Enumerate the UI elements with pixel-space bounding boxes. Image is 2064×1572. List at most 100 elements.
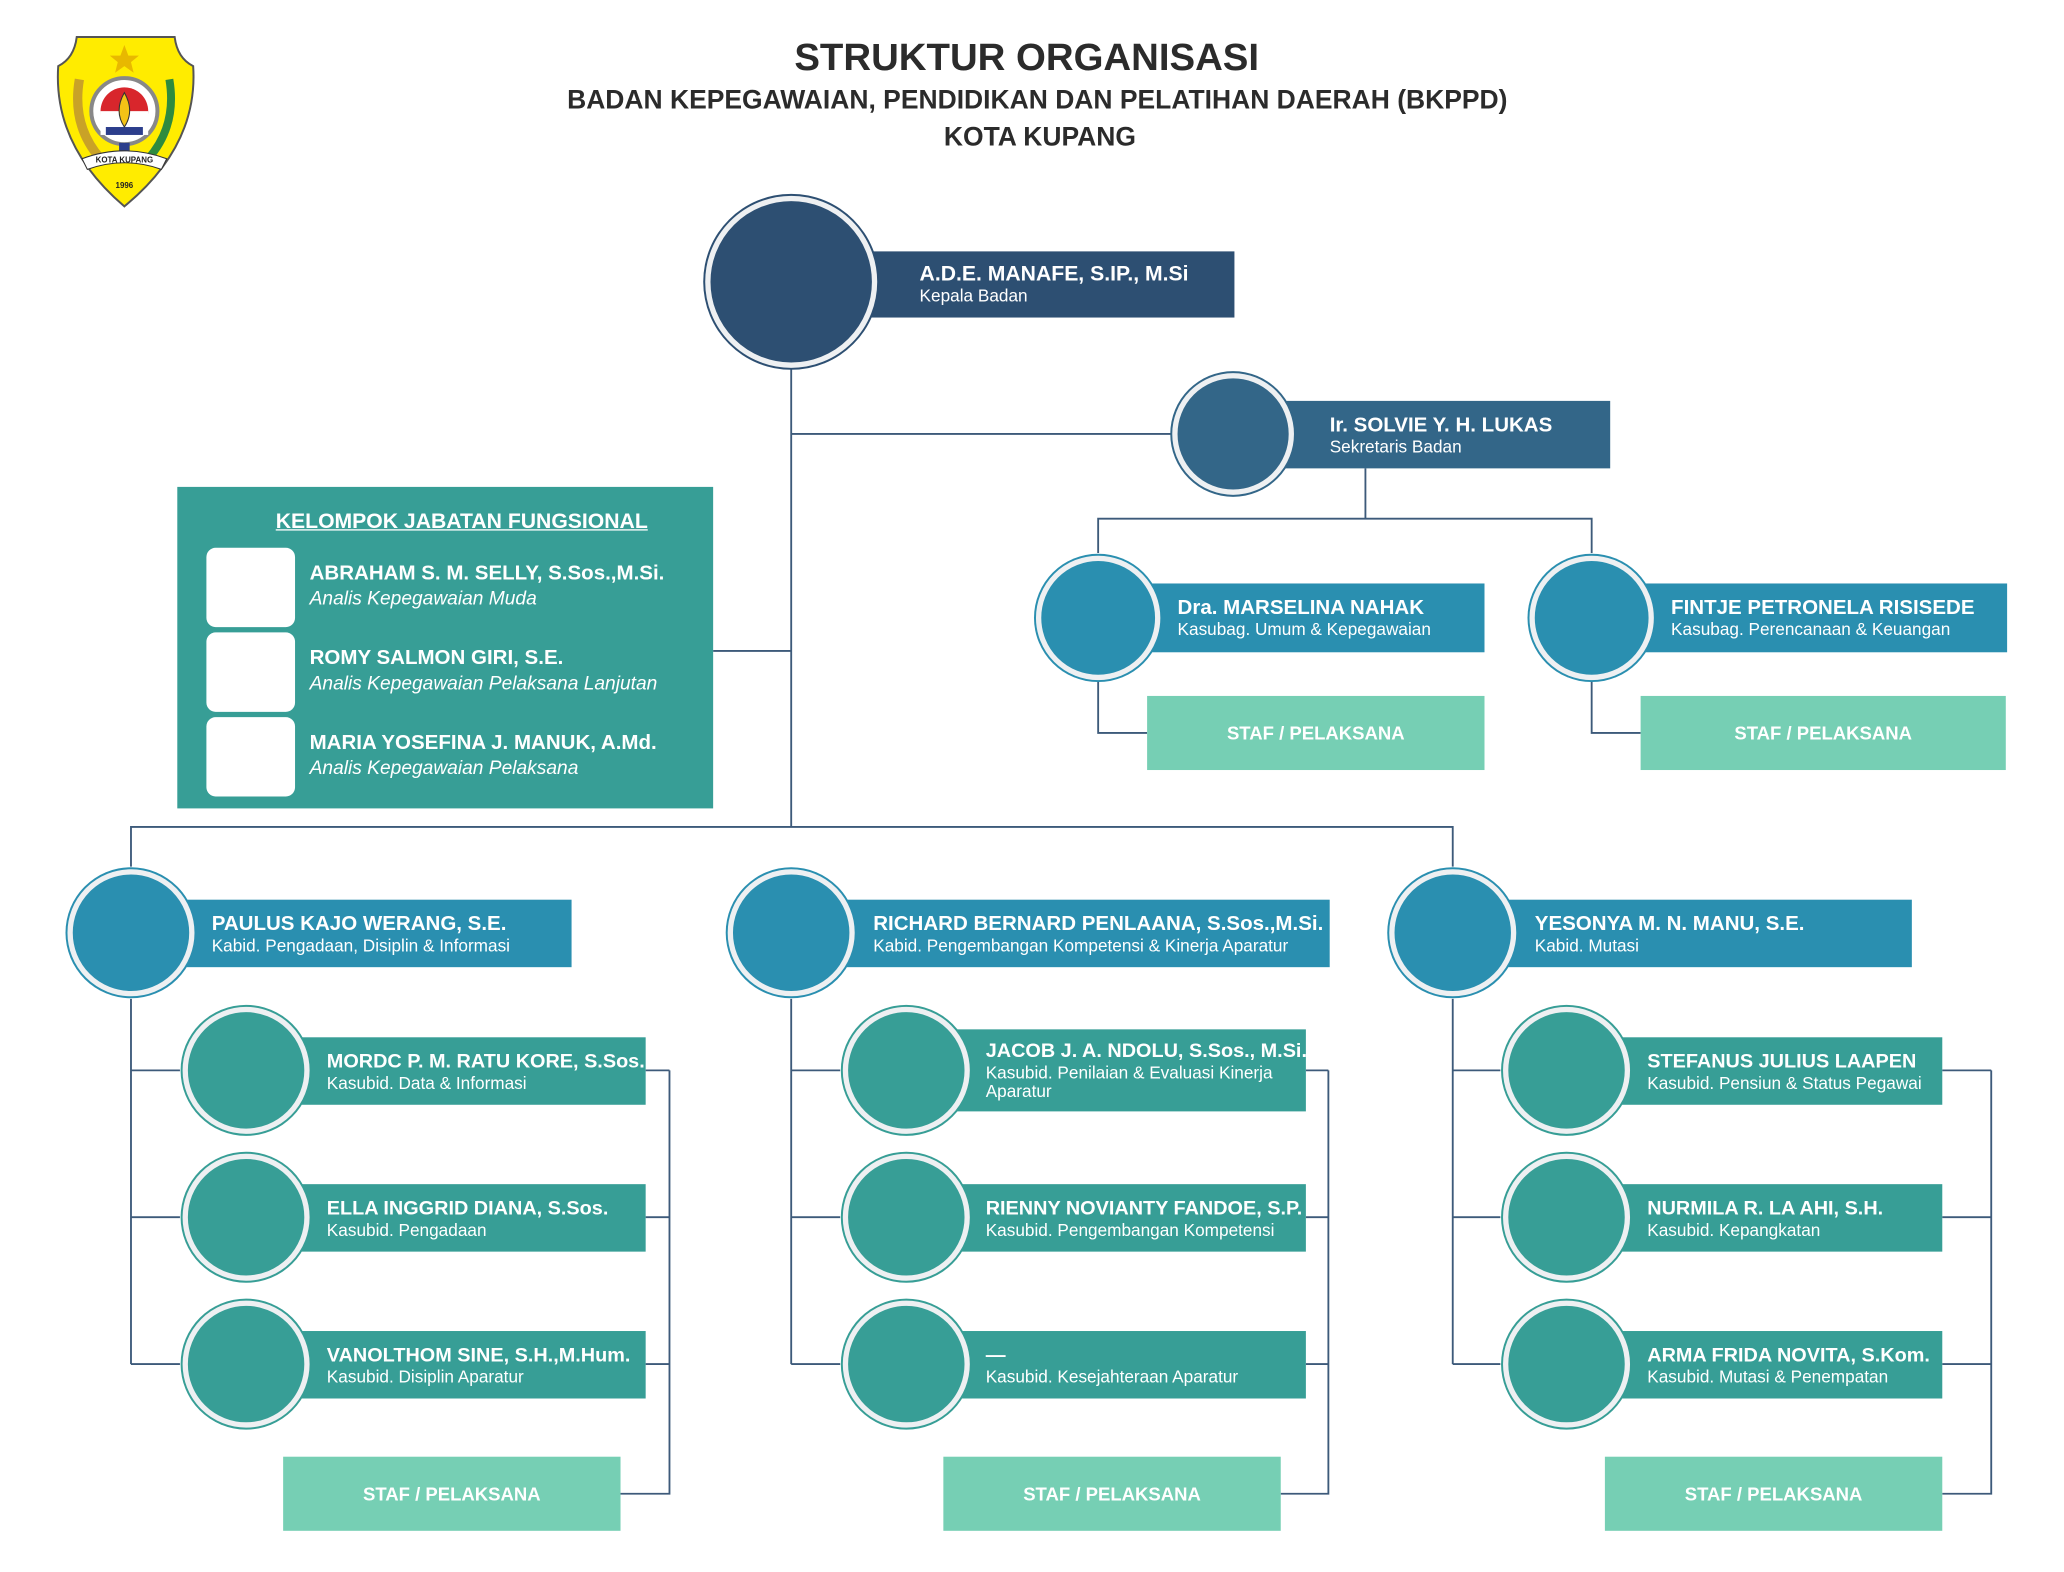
- division-1-role: Kabid. Pengadaan, Disiplin & Informasi: [211, 934, 511, 955]
- division-1-subdivision-3-role: Kasubid. Disiplin Aparatur: [326, 1366, 524, 1386]
- division-3-subdivision-3-role: Kasubid. Mutasi & Penempatan: [1647, 1366, 1889, 1386]
- division-2-name: RICHARD BERNARD PENLAANA, S.Sos.,M.Si.: [873, 912, 1324, 935]
- sub-section-1-role: Kasubag. Umum & Kepegawaian: [1177, 619, 1431, 640]
- connector-line: [1097, 517, 1593, 554]
- functional-member-1: ABRAHAM S. M. SELLY, S.Sos.,M.Si. Analis …: [206, 547, 709, 628]
- head-role: Kepala Badan: [919, 285, 1028, 306]
- division-1-photo-placeholder: [67, 869, 195, 997]
- division-1-subdivision-3-label-box: VANOLTHOM SINE, S.H.,M.Hum.Kasubid. Disi…: [291, 1331, 646, 1399]
- division-2-staff-box: STAF / PELAKSANA: [943, 1456, 1281, 1531]
- functional-member-role: Analis Kepegawaian Pelaksana: [309, 758, 579, 780]
- division-1-subdivision-1-name: MORDC P. M. RATU KORE, S.Sos.: [326, 1049, 645, 1073]
- division-2-subdivision-1-role: Kasubid. Penilaian & Evaluasi Kinerja Ap…: [985, 1062, 1273, 1101]
- sub-section-2-role: Kasubag. Perencanaan & Keuangan: [1671, 619, 1951, 640]
- division-3-subdivision-1-role: Kasubid. Pensiun & Status Pegawai: [1647, 1072, 1922, 1093]
- division-1-subdivision-1-label-box: MORDC P. M. RATU KORE, S.Sos.Kasubid. Da…: [291, 1037, 646, 1105]
- secretary-role: Sekretaris Badan: [1329, 435, 1462, 456]
- division-2-role: Kabid. Pengembangan Kompetensi & Kinerja…: [873, 934, 1289, 955]
- secretary-name: Ir. SOLVIE Y. H. LUKAS: [1329, 413, 1553, 436]
- sub-section-1-staff-box: STAF / PELAKSANA: [1147, 695, 1485, 771]
- functional-member-text: MARIA YOSEFINA J. MANUK, A.Md. Analis Kep…: [310, 730, 657, 780]
- connector-line: [130, 825, 1454, 867]
- division-2-subdivision-3-role: Kasubid. Kesejahteraan Aparatur: [985, 1366, 1239, 1386]
- functional-member-text: ABRAHAM S. M. SELLY, S.Sos.,M.Si. Analis …: [310, 561, 665, 611]
- connector-line: [1590, 680, 1641, 734]
- kota-kupang-emblem-logo: KOTA KUPANG 1996: [56, 36, 195, 208]
- division-3-subdivision-1-photo-placeholder: [1503, 1006, 1631, 1134]
- division-2-subdivision-1-photo-placeholder: [842, 1006, 970, 1134]
- division-1-subdivision-3-name: VANOLTHOM SINE, S.H.,M.Hum.: [326, 1343, 631, 1367]
- division-3-photo-placeholder: [1389, 869, 1517, 997]
- division-2-subdivision-2-label-box: RIENNY NOVIANTY FANDOE, S.P.Kasubid. Pen…: [949, 1184, 1306, 1252]
- functional-group-panel: KELOMPOK JABATAN FUNGSIONAL ABRAHAM S. M…: [177, 486, 714, 809]
- division-1-subdivision-1-role: Kasubid. Data & Informasi: [326, 1072, 527, 1093]
- division-1-subdivision-3-photo-placeholder: [182, 1300, 310, 1428]
- division-2-subdivision-3-photo-placeholder: [842, 1300, 970, 1428]
- sub-section-1-name: Dra. MARSELINA NAHAK: [1177, 596, 1425, 620]
- svg-text:1996: 1996: [116, 181, 134, 190]
- division-3-name: YESONYA M. N. MANU, S.E.: [1534, 912, 1805, 935]
- connector-line: [1942, 1070, 1993, 1495]
- division-3-subdivision-3-photo-placeholder: [1503, 1300, 1631, 1428]
- division-1-staff-box: STAF / PELAKSANA: [283, 1456, 621, 1531]
- sub-section-1-photo-placeholder: [1035, 555, 1161, 681]
- functional-member-role: Analis Kepegawaian Pelaksana Lanjutan: [309, 673, 658, 695]
- page-subtitle: BADAN KEPEGAWAIAN, PENDIDIKAN DAN PELATI…: [567, 86, 1508, 116]
- division-1-subdivision-2-name: ELLA INGGRID DIANA, S.Sos.: [326, 1196, 609, 1220]
- connector-line: [1097, 680, 1148, 734]
- functional-member-role: Analis Kepegawaian Muda: [309, 588, 537, 610]
- connector-line: [1280, 1070, 1330, 1495]
- functional-member-photo-placeholder: [206, 717, 296, 797]
- division-3-subdivision-1-name: STEFANUS JULIUS LAAPEN: [1647, 1049, 1917, 1073]
- division-2-label-box: RICHARD BERNARD PENLAANA, S.Sos.,M.Si.Ka…: [833, 899, 1330, 968]
- page-city: KOTA KUPANG: [943, 123, 1136, 153]
- division-1-name: PAULUS KAJO WERANG, S.E.: [211, 912, 507, 935]
- functional-member-photo-placeholder: [206, 547, 296, 628]
- division-1-subdivision-2-role: Kasubid. Pengadaan: [326, 1219, 487, 1240]
- svg-text:KOTA KUPANG: KOTA KUPANG: [96, 156, 154, 165]
- division-2-subdivision-2-name: RIENNY NOVIANTY FANDOE, S.P.: [985, 1196, 1303, 1220]
- division-3-subdivision-2-label-box: NURMILA R. LA AHI, S.H.Kasubid. Kepangka…: [1611, 1184, 1943, 1252]
- functional-member-name: MARIA YOSEFINA J. MANUK, A.Md.: [309, 731, 657, 755]
- division-2-subdivision-1-name: JACOB J. A. NDOLU, S.Sos., M.Si.: [985, 1039, 1307, 1063]
- division-2-subdivision-2-role: Kasubid. Pengembangan Kompetensi: [985, 1219, 1275, 1240]
- division-3-subdivision-2-name: NURMILA R. LA AHI, S.H.: [1647, 1196, 1884, 1220]
- sub-section-2-photo-placeholder: [1529, 555, 1654, 681]
- division-2-subdivision-2-photo-placeholder: [842, 1153, 970, 1281]
- division-2-subdivision-3-name: —: [985, 1343, 1006, 1367]
- sub-section-2-staff-box: STAF / PELAKSANA: [1640, 695, 2006, 771]
- connector-line: [620, 1070, 671, 1495]
- division-3-subdivision-2-role: Kasubid. Kepangkatan: [1647, 1219, 1821, 1240]
- sub-section-2-name: FINTJE PETRONELA RISISEDE: [1671, 596, 1975, 620]
- division-3-subdivision-2-photo-placeholder: [1503, 1153, 1631, 1281]
- functional-member-text: ROMY SALMON GIRI, S.E. Analis Kepegawaian…: [310, 646, 658, 696]
- functional-member-name: ROMY SALMON GIRI, S.E.: [309, 646, 564, 670]
- division-3-subdivision-3-name: ARMA FRIDA NOVITA, S.Kom.: [1647, 1343, 1930, 1367]
- functional-group-title: KELOMPOK JABATAN FUNGSIONAL: [275, 510, 648, 534]
- division-2-subdivision-3-label-box: —Kasubid. Kesejahteraan Aparatur: [949, 1331, 1306, 1399]
- head-photo-placeholder: [705, 195, 878, 368]
- secretary-photo-placeholder: [1172, 373, 1294, 495]
- division-1-label-box: PAULUS KAJO WERANG, S.E.Kabid. Pengadaan…: [172, 899, 572, 968]
- division-3-role: Kabid. Mutasi: [1534, 934, 1639, 955]
- division-3-staff-box: STAF / PELAKSANA: [1604, 1456, 1943, 1531]
- functional-member-name: ABRAHAM S. M. SELLY, S.Sos.,M.Si.: [309, 562, 665, 585]
- functional-member-2: ROMY SALMON GIRI, S.E. Analis Kepegawaian…: [206, 632, 709, 712]
- division-1-subdivision-2-label-box: ELLA INGGRID DIANA, S.Sos.Kasubid. Penga…: [291, 1184, 646, 1252]
- head-name: A.D.E. MANAFE, S.IP., M.Si: [919, 263, 1189, 286]
- page-title: STRUKTUR ORGANISASI: [794, 37, 1260, 80]
- division-1-subdivision-1-photo-placeholder: [182, 1006, 310, 1134]
- functional-member-3: MARIA YOSEFINA J. MANUK, A.Md. Analis Kep…: [206, 717, 709, 797]
- division-3-label-box: YESONYA M. N. MANU, S.E.Kabid. Mutasi: [1495, 899, 1912, 968]
- division-1-subdivision-2-photo-placeholder: [182, 1153, 310, 1281]
- functional-member-photo-placeholder: [206, 632, 296, 712]
- division-2-subdivision-1-label-box: JACOB J. A. NDOLU, S.Sos., M.Si.Kasubid.…: [949, 1029, 1307, 1112]
- division-2-photo-placeholder: [727, 869, 855, 997]
